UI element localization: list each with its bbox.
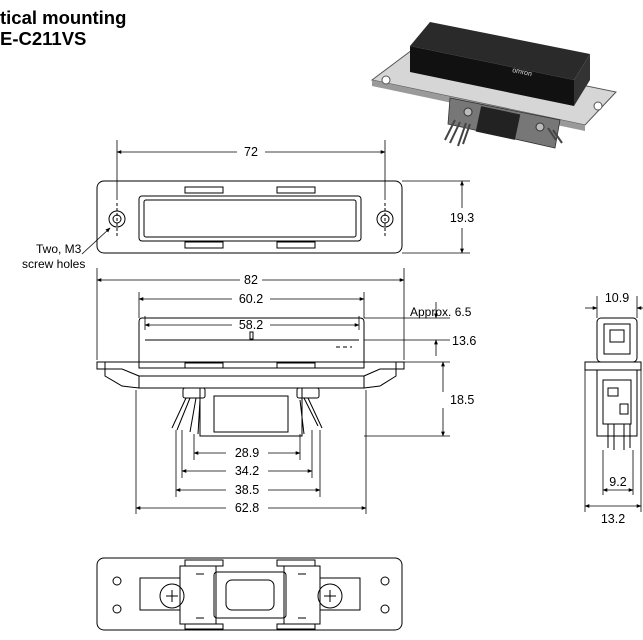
approx-callout: Approx. 6.5 <box>410 305 472 319</box>
dim-label-34-2: 34.2 <box>235 464 259 478</box>
screw-callout-line-2: screw holes <box>22 257 85 271</box>
dim-label-38-5: 38.5 <box>235 483 259 497</box>
dim-vertical-right <box>364 302 450 437</box>
dim-82 <box>96 268 405 360</box>
screw-leader <box>81 227 111 255</box>
dim-label-72: 72 <box>244 145 258 159</box>
screw-callout-line-1: Two, M3 <box>36 242 82 256</box>
dim-label-60-2: 60.2 <box>239 292 263 306</box>
dim-pin-spacing <box>135 390 367 514</box>
dim-label-18-5: 18.5 <box>450 393 474 407</box>
front-view <box>96 317 405 437</box>
dim-label-9-2: 9.2 <box>609 475 626 489</box>
dim-13-2 <box>584 370 642 512</box>
dim-label-19-3: 19.3 <box>450 211 474 225</box>
title-line-2: E-C211VS <box>0 28 87 49</box>
dim-label-28-9: 28.9 <box>235 446 259 460</box>
bottom-view <box>96 557 403 631</box>
dim-72 <box>116 140 386 200</box>
side-view <box>584 317 642 450</box>
dim-label-58-2: 58.2 <box>239 318 263 332</box>
dim-label-10-9: 10.9 <box>605 291 629 305</box>
dim-19-3 <box>402 180 470 254</box>
product-photo: omron <box>370 22 617 149</box>
dim-9-2 <box>602 450 634 495</box>
dim-60-2 <box>138 292 365 318</box>
brand-label: omron <box>512 67 533 78</box>
dim-label-13-6: 13.6 <box>452 334 476 348</box>
dim-label-13-2: 13.2 <box>601 512 625 526</box>
dim-label-62-8: 62.8 <box>235 501 259 515</box>
title-line-1: tical mounting <box>0 7 127 28</box>
top-view <box>96 180 403 254</box>
dim-10-9 <box>585 296 643 318</box>
dim-label-82: 82 <box>244 273 258 287</box>
